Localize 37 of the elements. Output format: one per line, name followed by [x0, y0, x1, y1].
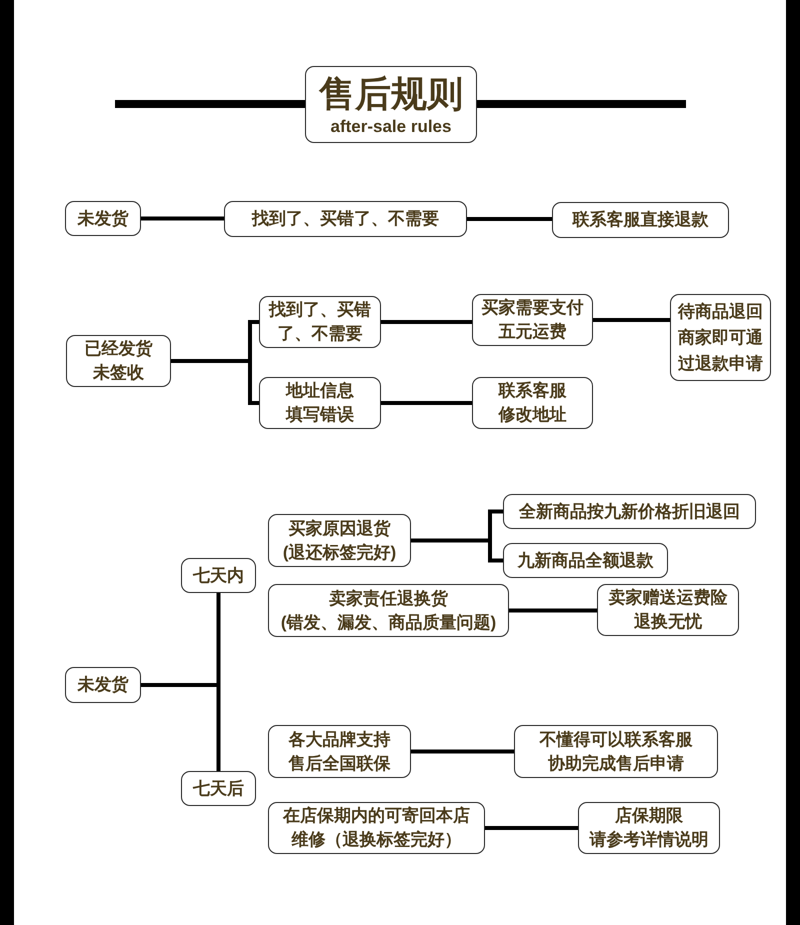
box-text: 找到了、买错了、不需要	[269, 299, 371, 345]
rule-box	[65, 201, 141, 236]
box-text: 待商品退回商家即可通过退款申请	[678, 300, 763, 374]
connector-line	[381, 320, 472, 324]
box-text: 卖家责任退换货(错发、漏发、商品质量问题)	[280, 588, 496, 634]
box-text: 买家原因退货(退还标签完好)	[282, 518, 396, 564]
box-text: 各大品牌支持售后全国联保	[288, 728, 390, 774]
box-text: 地址信息填写错误	[286, 380, 354, 426]
box-text: 不懂得可以联系客服协助完成售后申请	[540, 728, 692, 774]
connector-line	[485, 826, 578, 830]
box-text: 卖家赠送运费险退换无忧	[608, 587, 728, 633]
box-text: 联系客服修改地址	[498, 380, 566, 426]
connector-line	[593, 318, 670, 322]
box-text: 七天内	[193, 564, 244, 586]
connector-line	[381, 401, 472, 405]
rule-box	[503, 494, 756, 529]
box-text: 找到了、买错了、不需要	[252, 208, 439, 230]
box-text: 全新商品按九新价格折旧退回	[519, 500, 740, 522]
connector-line	[411, 750, 514, 754]
box-text: 买家需要支付五元运费	[482, 297, 584, 343]
connector-line	[509, 608, 597, 612]
title-text: 售后规则	[319, 72, 463, 114]
box-text: 未发货	[78, 208, 128, 230]
connector-line	[141, 216, 224, 220]
box-text: 店保期限请参考详情说明	[590, 805, 708, 851]
box-text: 未发货	[78, 674, 128, 696]
subtitle-text: after-sale rules	[330, 116, 452, 136]
box-text: 七天后	[193, 778, 244, 800]
title-box	[305, 66, 477, 143]
connector-line	[467, 217, 552, 221]
box-text: 九新商品全额退款	[518, 550, 654, 572]
rule-box	[181, 771, 256, 806]
box-text: 已经发货未签收	[84, 338, 152, 384]
box-text: 在店保期内的可寄回本店维修（退换标签完好）	[283, 805, 470, 851]
rule-box	[503, 543, 668, 578]
rule-box	[181, 558, 256, 593]
box-text: 联系客服直接退款	[572, 209, 708, 231]
